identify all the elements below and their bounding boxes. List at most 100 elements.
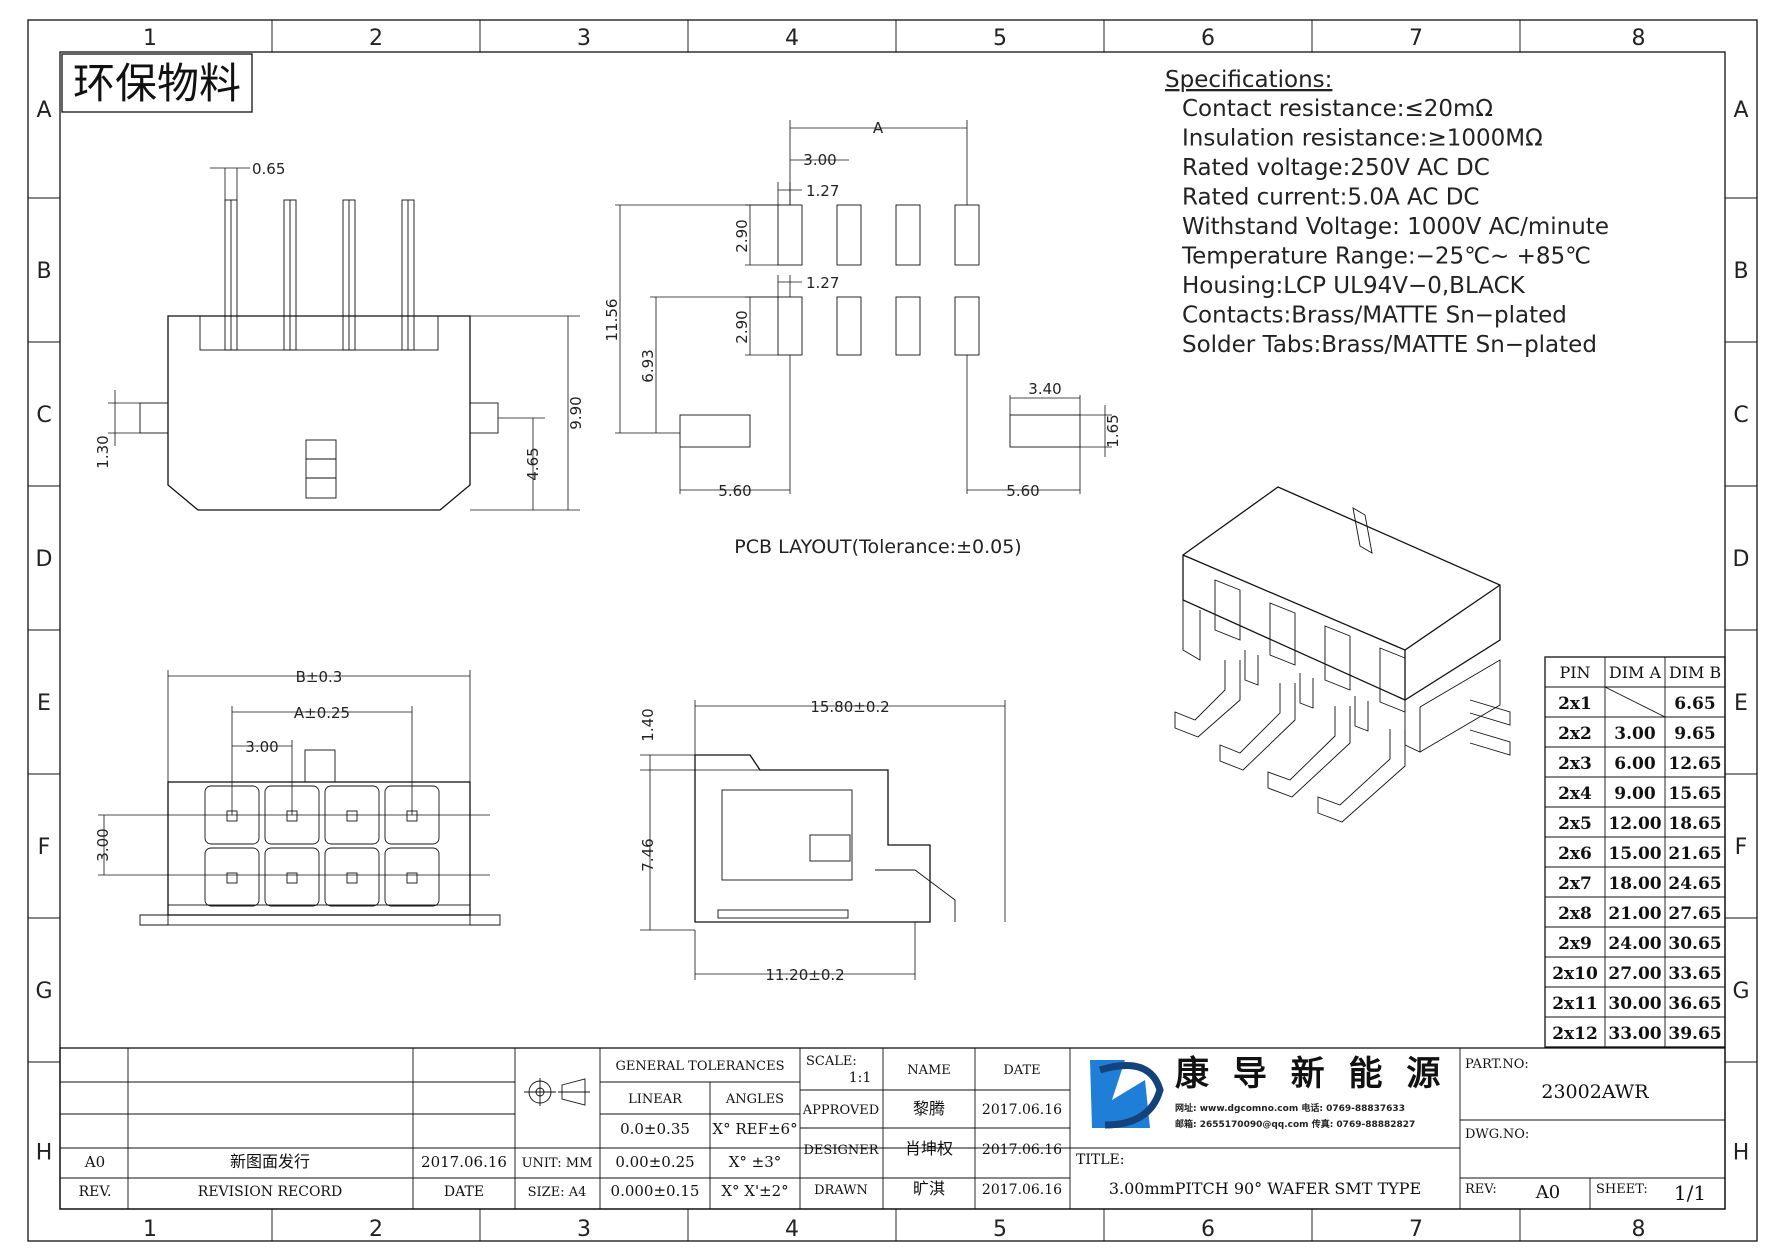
dim-height-9-90: 9.90 [567,396,585,429]
table-cell: 2x6 [1558,844,1592,864]
row-label-G: G [1732,979,1749,1004]
profile-view: 15.80±0.2 1.40 7.46 11.20±0.2 [639,698,1006,984]
pcb-pad [777,296,803,356]
table-cell: 24.00 [1608,934,1661,954]
table-cell: 33.00 [1608,1024,1661,1044]
dim-peg-1-30: 1.30 [94,435,112,468]
dim-pad-1-65: 1.65 [1104,414,1122,447]
spec-line: Contact resistance:≤20mΩ [1182,96,1493,122]
dim-pad-2-90-lower: 2.90 [733,310,751,343]
tol-angle-2: X° ±3° [729,1153,782,1171]
table-cell: 2x1 [1558,694,1592,714]
spec-line: Solder Tabs:Brass/MATTE Sn−plated [1182,332,1597,358]
stamp-text: 环保物料 [73,59,241,108]
designer-name: 肖坤权 [905,1139,953,1158]
column-label-3: 3 [577,1217,591,1242]
row-label-E: E [1734,691,1748,716]
table-cell: 24.65 [1668,874,1721,894]
dim-b: B±0.3 [296,668,343,686]
table-cell: 18.65 [1668,814,1721,834]
table-cell: 15.00 [1608,844,1661,864]
approved-name: 黎腾 [913,1099,945,1118]
column-label-8: 8 [1632,1217,1646,1242]
table-cell: 6.65 [1674,694,1715,714]
dim-pitch-front: 3.00 [245,738,278,756]
specifications: Specifications: Contact resistance:≤20mΩ… [1165,67,1609,358]
general-tolerances-label: GENERAL TOLERANCES [615,1059,784,1074]
table-cell: 2x3 [1558,754,1592,774]
size-label: SIZE: A4 [528,1185,587,1200]
terminal-pin [406,872,418,884]
column-label-6: 6 [1201,26,1215,51]
dim-pad-2-90: 2.90 [733,219,751,252]
terminal-cavity [204,847,260,907]
pcb-layout-label: PCB LAYOUT(Tolerance:±0.05) [734,536,1021,558]
row-label-C: C [36,403,51,428]
rev-label: REV. [79,1184,112,1200]
table-cell: 2x8 [1558,904,1592,924]
column-label-8: 8 [1632,26,1646,51]
table-cell: 30.00 [1608,994,1661,1014]
table-header: DIM B [1669,663,1721,682]
company-contact-1: 网址: www.dgcomno.com 电话: 0769-88837633 [1175,1102,1405,1114]
company-contact-2: 邮箱: 2655170090@qq.com 传真: 0769-88882827 [1175,1118,1415,1130]
spec-heading: Specifications: [1165,67,1332,93]
column-label-1: 1 [143,26,157,51]
date-column-label: DATE [1003,1063,1040,1078]
date-label: DATE [444,1184,484,1200]
column-label-5: 5 [993,26,1007,51]
row-label-H: H [36,1141,53,1166]
pcb-pad [954,204,980,266]
dim-6-93: 6.93 [639,349,657,382]
table-cell: 27.00 [1608,964,1661,984]
column-label-2: 2 [369,26,383,51]
dim-pad-3-40: 3.40 [1028,380,1061,398]
terminal-cavity [384,847,440,907]
angles-label: ANGLES [725,1092,784,1107]
spec-line: Rated voltage:250V AC DC [1182,155,1490,181]
row-label-F: F [1735,835,1748,860]
table-cell: 9.65 [1674,724,1715,744]
row-label-B: B [36,259,51,284]
isometric-view [1174,486,1511,823]
title-value: 3.00mmPITCH 90° WAFER SMT TYPE [1109,1179,1421,1198]
table-cell: 12.00 [1608,814,1661,834]
pcb-pad [836,296,862,356]
scale-label: SCALE: [806,1054,857,1069]
spec-line: Contacts:Brass/MATTE Sn−plated [1182,303,1567,329]
terminal-pin [226,872,238,884]
pcb-pad [895,204,921,266]
spec-line: Withstand Voltage: 1000V AC/minute [1182,214,1609,240]
dim-pin-width: 0.65 [252,160,285,178]
dwg-no-label: DWG.NO: [1465,1127,1529,1142]
drawn-date: 2017.06.16 [982,1182,1062,1198]
linear-label: LINEAR [628,1092,683,1107]
terminal-pin [286,872,298,884]
dim-1-40: 1.40 [639,708,657,741]
dim-height-4-65: 4.65 [524,447,542,480]
row-label-H: H [1733,1141,1750,1166]
table-cell: 2x4 [1558,784,1592,804]
row-label-F: F [38,835,51,860]
column-label-7: 7 [1409,1217,1423,1242]
table-cell: 30.65 [1668,934,1721,954]
table-cell: 21.65 [1668,844,1721,864]
rev-date: 2017.06.16 [421,1153,507,1171]
name-label: NAME [907,1063,951,1078]
tol-angle-3: X° X'±2° [721,1182,788,1200]
eco-material-stamp: 环保物料 [61,53,253,113]
company-logo [1090,1060,1164,1129]
table-cell: 27.65 [1668,904,1721,924]
sheet-label: SHEET: [1596,1182,1648,1197]
drawn-name: 旷淇 [913,1179,945,1198]
rev-label-right: REV: [1465,1182,1497,1197]
title-block: REV. REVISION RECORD DATE A0 新图面发行 2017.… [59,1047,1726,1210]
approved-label: APPROVED [802,1103,879,1118]
dim-a: A [873,119,884,137]
spec-line: Insulation resistance:≥1000MΩ [1182,126,1543,152]
row-label-A: A [1733,98,1748,123]
column-label-1: 1 [143,1217,157,1242]
